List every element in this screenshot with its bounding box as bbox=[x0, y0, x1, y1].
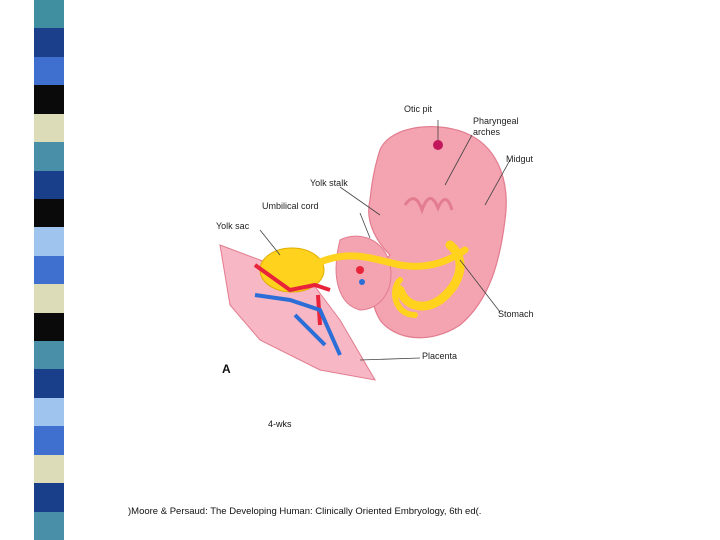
stripe-segment bbox=[34, 56, 64, 86]
stomach-shape bbox=[392, 277, 418, 318]
label-pharyngeal-arches: Pharyngeal arches bbox=[473, 116, 519, 137]
vessel-dot-red bbox=[356, 266, 364, 274]
stripe-segment bbox=[34, 397, 64, 427]
stripe-segment bbox=[34, 227, 64, 257]
decorative-stripe-bar bbox=[34, 0, 64, 540]
stripe-segment bbox=[34, 170, 64, 200]
embryo-drawing bbox=[219, 120, 511, 381]
stripe-segment bbox=[34, 113, 64, 143]
figure-caption: 4-wks bbox=[268, 419, 292, 429]
stripe-segment bbox=[34, 369, 64, 399]
stripe-segment bbox=[34, 0, 64, 29]
stripe-segment bbox=[34, 198, 64, 228]
vein-shape-2 bbox=[293, 313, 327, 347]
label-midgut: Midgut bbox=[506, 154, 534, 164]
vein-shape bbox=[254, 293, 342, 356]
yolk-stalk-shape bbox=[316, 246, 469, 270]
stripe-segment bbox=[34, 341, 64, 370]
citation-text: )Moore & Persaud: The Developing Human: … bbox=[128, 506, 482, 517]
label-stomach: Stomach bbox=[498, 309, 534, 319]
stripe-segment bbox=[34, 312, 64, 342]
label-yolk-stalk: Yolk stalk bbox=[310, 178, 348, 188]
stripe-segment bbox=[34, 28, 64, 58]
artery-shape bbox=[253, 263, 331, 293]
label-otic-pit: Otic pit bbox=[404, 104, 433, 114]
panel-letter: A bbox=[222, 362, 231, 376]
stripe-segment bbox=[34, 284, 64, 314]
midgut-shape bbox=[395, 240, 465, 311]
pharyngeal-arches-shape bbox=[403, 197, 454, 215]
label-umbilical-cord: Umbilical cord bbox=[262, 201, 319, 211]
vessel-dot-blue bbox=[359, 279, 365, 285]
stripe-segment bbox=[34, 142, 64, 171]
leader-lines bbox=[259, 120, 511, 361]
stripe-segment bbox=[34, 255, 64, 285]
otic-pit-shape bbox=[433, 140, 443, 150]
label-placenta: Placenta bbox=[422, 351, 458, 361]
embryo-body bbox=[368, 125, 507, 339]
stripe-segment bbox=[34, 426, 64, 456]
stripe-segment bbox=[34, 511, 64, 540]
stripe-segment bbox=[34, 483, 64, 513]
stripe-segment bbox=[34, 85, 64, 115]
embryo-illustration: Otic pit Pharyngeal arches Midgut Yolk s… bbox=[200, 90, 560, 390]
stripe-segment bbox=[34, 454, 64, 484]
label-yolk-sac: Yolk sac bbox=[216, 221, 250, 231]
